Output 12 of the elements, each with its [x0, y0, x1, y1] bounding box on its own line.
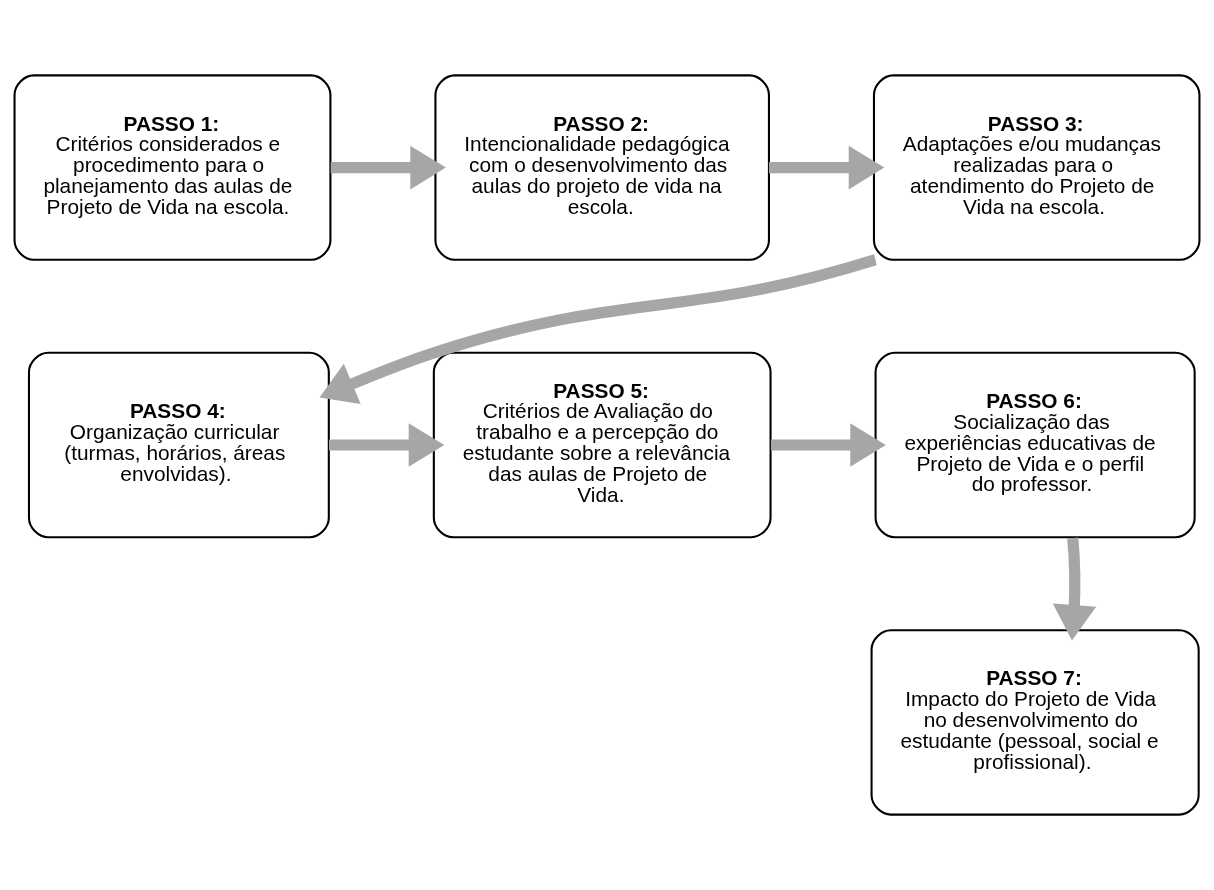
arrow — [1052, 537, 1097, 641]
node-box: PASSO 5: Critérios de Avaliação do trabalho e a percepção do estudante sobre a relevância das aulas de Projeto de Vida. — [432, 351, 772, 539]
node-box: PASSO 2: Intencionalidade pedagógica com o desenvolvimento das aulas do projeto de vida na escola. — [434, 74, 770, 261]
node-box: PASSO 6: Socialização das experiências educativas de Projeto de Vida e o perfil do professor. — [874, 351, 1196, 539]
node-box: PASSO 3: Adaptações e/ou mudanças realizadas para o atendimento do Projeto de Vida na escola. — [872, 74, 1201, 261]
arrow — [330, 145, 446, 190]
arrow — [328, 423, 445, 467]
node-box: PASSO 4: Organização curricular (turmas, horários, áreas envolvidas). — [27, 351, 330, 539]
node-box: PASSO 1: Critérios considerados e procedimento para o planejamento das aulas de Projeto de Vida na escola. — [13, 74, 332, 261]
arrow — [770, 423, 886, 467]
arrow — [768, 145, 885, 190]
node-box: PASSO 7: Impacto do Projeto de Vida no desenvolvimento do estudante (pessoal, social e profissional). — [870, 629, 1200, 816]
